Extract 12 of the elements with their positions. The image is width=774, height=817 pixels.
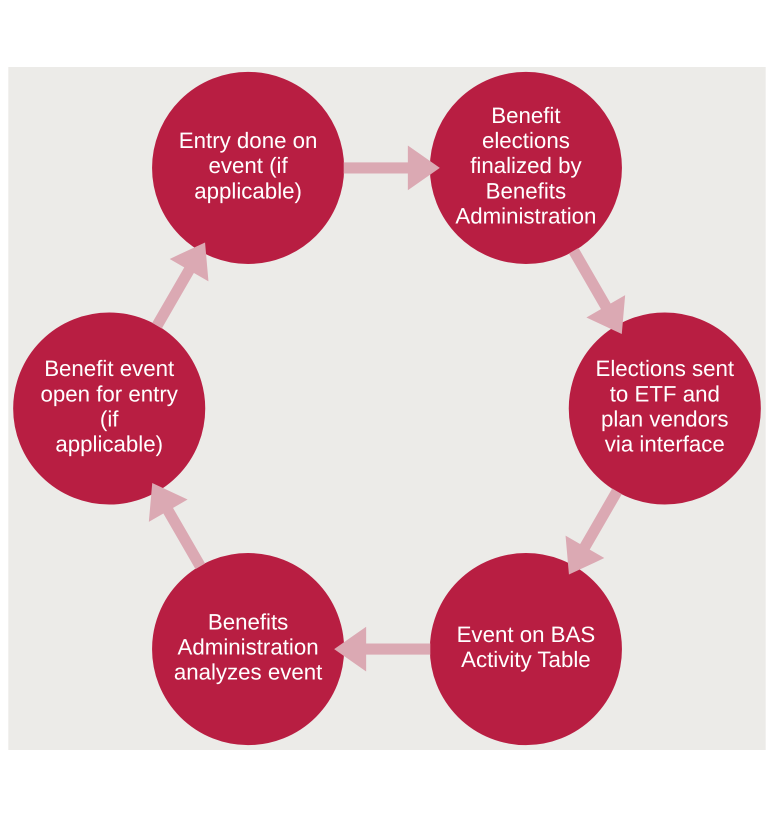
arrow bbox=[566, 488, 622, 575]
node-circle: Benefit event open for entry (if applicable) bbox=[13, 312, 206, 505]
arrow bbox=[152, 242, 208, 328]
arrow bbox=[148, 483, 206, 570]
node-circle: Event on BAS Activity Table bbox=[430, 553, 622, 746]
node-circle: Entry done on event (if applicable) bbox=[152, 72, 344, 264]
node-circle: Benefit elections finalized by Benefits Administration bbox=[430, 72, 622, 264]
node-circle: Elections sent to ETF and plan vendors via interface bbox=[568, 312, 761, 505]
node-circle: Benefits Administration analyzes event bbox=[152, 553, 344, 746]
arrow bbox=[334, 626, 430, 672]
arrow bbox=[568, 248, 626, 334]
arrow bbox=[344, 146, 440, 190]
